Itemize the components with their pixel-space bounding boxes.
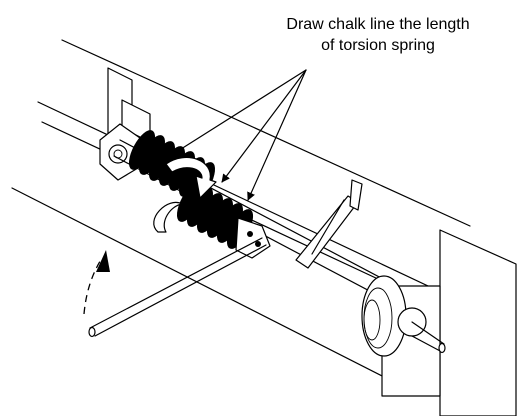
lift-arrow-icon <box>83 250 110 315</box>
cable-drum <box>361 275 446 357</box>
callout-line-2: of torsion spring <box>321 37 435 54</box>
winding-bar <box>88 237 267 338</box>
center-bracket <box>99 67 151 181</box>
chalk-line-callout: Draw chalk line the length of torsion sp… <box>228 14 528 56</box>
right-torsion-spring <box>176 182 254 249</box>
callout-line-1: Draw chalk line the length <box>286 16 470 33</box>
cable-clip <box>295 179 363 269</box>
rotation-arrow-icon <box>153 156 217 233</box>
callout-pointers <box>169 69 307 201</box>
